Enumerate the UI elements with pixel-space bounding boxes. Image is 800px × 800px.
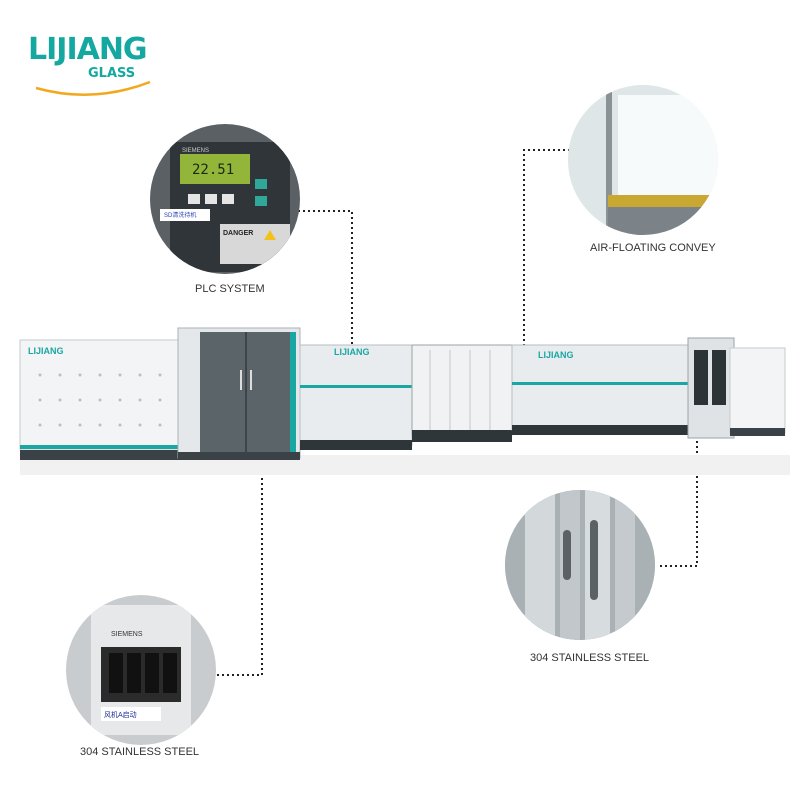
plc-brand: SIEMENS — [182, 148, 210, 154]
plc-display: 22.51 — [192, 162, 235, 178]
contactor-brand: SIEMENS — [111, 631, 143, 638]
plc-photo: SIEMENS 22.51 DANGER SD清洗待机 — [150, 124, 300, 274]
contactor-photo: SIEMENS 风机A启动 — [66, 595, 216, 745]
caption-plc: PLC SYSTEM — [195, 283, 265, 295]
brand-sub: GLASS — [88, 66, 136, 81]
plc-tag: SD清洗待机 — [164, 213, 197, 219]
brand-name: LIJIANG — [28, 32, 148, 67]
brand-logo: LIJIANG GLASS — [28, 32, 158, 102]
machine-logo-right: LIJIANG — [538, 350, 574, 360]
caption-bottom-right: 304 STAINLESS STEEL — [530, 652, 650, 664]
caption-bottom-left: 304 STAINLESS STEEL — [80, 746, 200, 758]
stainless-photo — [505, 490, 655, 640]
logo-arc — [35, 80, 151, 96]
air-floating-photo — [568, 85, 718, 235]
machine-logo-mid: LIJIANG — [334, 347, 370, 357]
contactor-tag: 风机A启动 — [104, 712, 137, 719]
caption-air: AIR-FLOATING CONVEY — [590, 242, 716, 254]
machine-logo-left: LIJIANG — [28, 346, 64, 356]
plc-warning: DANGER — [223, 230, 254, 237]
